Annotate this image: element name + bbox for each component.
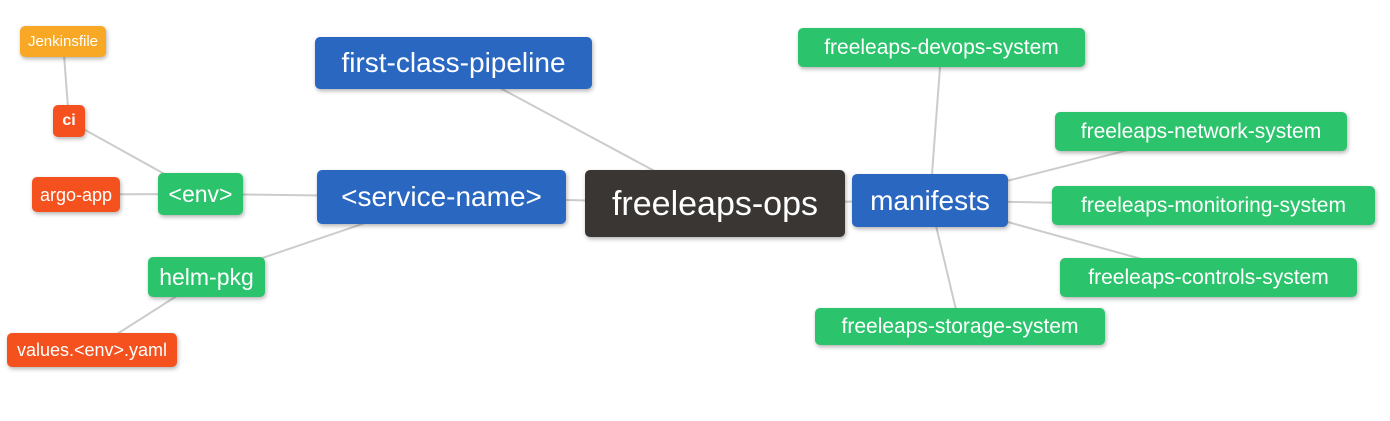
node-manifests[interactable]: manifests [852, 174, 1008, 227]
node-label: Jenkinsfile [27, 33, 99, 50]
node-ci[interactable]: ci [53, 105, 85, 137]
node-label: ci [62, 112, 76, 129]
node-argo-app[interactable]: argo-app [32, 177, 120, 212]
node-freeleaps-monitoring-system[interactable]: freeleaps-monitoring-system [1052, 186, 1375, 225]
node-label: <service-name> [341, 181, 542, 212]
node-freeleaps-ops[interactable]: freeleaps-ops [585, 170, 845, 237]
node-helm-pkg[interactable]: helm-pkg [148, 257, 265, 297]
node-freeleaps-storage-system[interactable]: freeleaps-storage-system [815, 308, 1105, 345]
node-label: freeleaps-monitoring-system [1081, 194, 1346, 217]
node-label: <env> [168, 180, 233, 207]
node-label: freeleaps-ops [611, 184, 818, 223]
node-label: first-class-pipeline [341, 47, 566, 78]
node-freeleaps-network-system[interactable]: freeleaps-network-system [1055, 112, 1347, 151]
node-label: freeleaps-devops-system [824, 36, 1059, 59]
node-label: helm-pkg [159, 263, 254, 290]
node-env[interactable]: <env> [158, 173, 243, 215]
node-freeleaps-controls-system[interactable]: freeleaps-controls-system [1060, 258, 1357, 297]
node-service-name[interactable]: <service-name> [317, 170, 566, 224]
node-freeleaps-devops-system[interactable]: freeleaps-devops-system [798, 28, 1085, 67]
node-label: manifests [870, 184, 990, 216]
node-first-class-pipeline[interactable]: first-class-pipeline [315, 37, 592, 89]
node-label: freeleaps-network-system [1080, 120, 1322, 143]
node-jenkinsfile[interactable]: Jenkinsfile [20, 26, 106, 57]
node-label: freeleaps-storage-system [841, 315, 1079, 338]
node-label: argo-app [39, 184, 113, 205]
node-label: freeleaps-controls-system [1088, 266, 1329, 289]
node-values-env-yaml[interactable]: values.<env>.yaml [7, 333, 177, 367]
node-label: values.<env>.yaml [16, 340, 168, 360]
